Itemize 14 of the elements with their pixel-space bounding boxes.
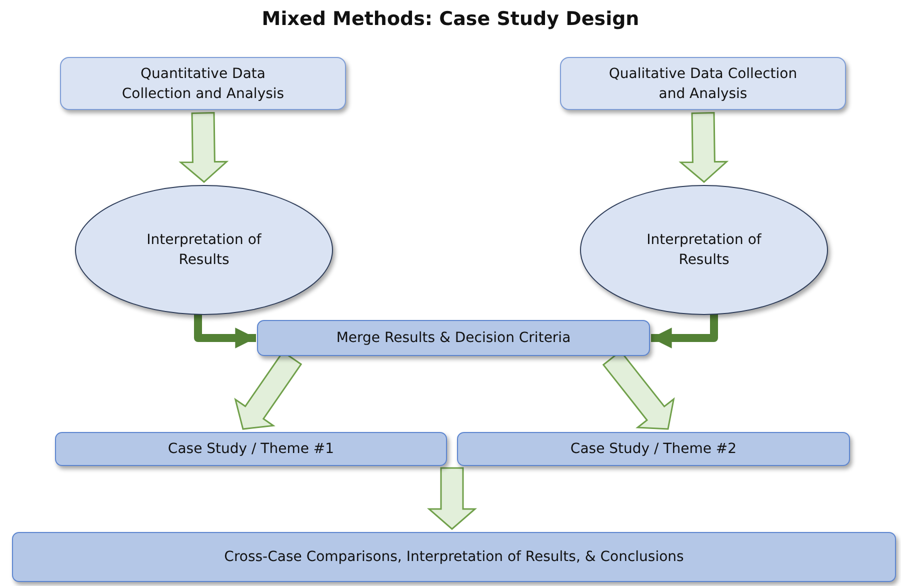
elbow-arrow [651,314,718,348]
case-study-box: Case Study / Theme #1 [55,432,447,466]
merge-box: Merge Results & Decision Criteria [257,320,650,356]
case-study-box: Case Study / Theme #2 [457,432,850,466]
block-arrow [178,112,229,183]
block-arrow [678,112,729,183]
process-box: Qualitative Data Collection and Analysis [560,57,846,110]
block-arrow [427,467,477,530]
interpretation-ellipse: Interpretation of Results [75,185,333,315]
conclusion-box: Cross-Case Comparisons, Interpretation of Results, & Conclusions [12,532,896,582]
interpretation-ellipse: Interpretation of Results [580,185,828,315]
diagram-title: Mixed Methods: Case Study Design [260,8,640,30]
process-box: Quantitative Data Collection and Analysis [60,57,346,110]
elbow-arrow [194,314,256,348]
